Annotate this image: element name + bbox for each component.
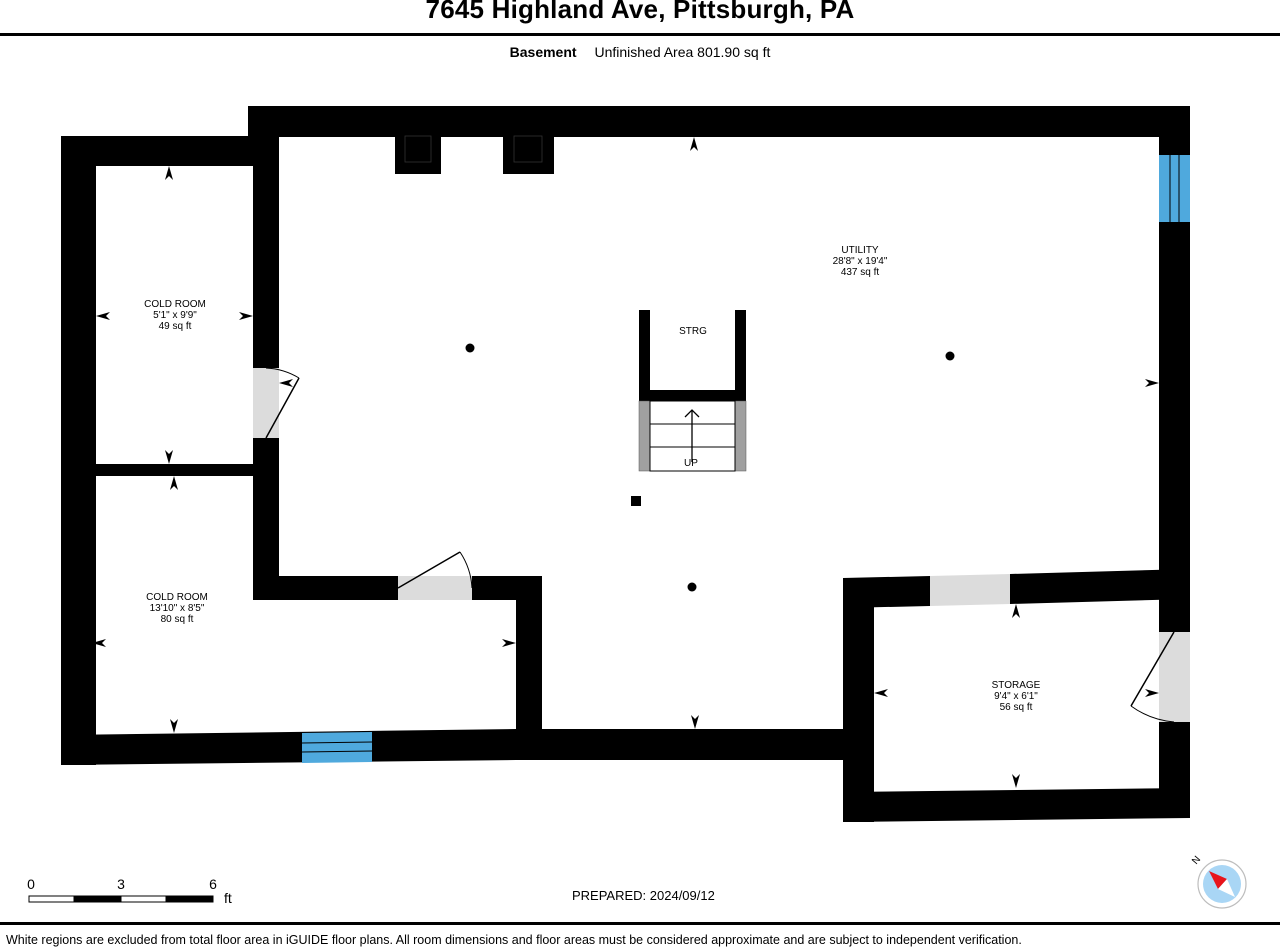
- scale-tick-6: 6: [209, 876, 217, 892]
- wall-coldroom1-right-lower: [253, 438, 279, 600]
- scale-tick-0: 0: [27, 876, 35, 892]
- wall-coldroom-divider: [61, 464, 279, 476]
- room-label-cold-room-1: COLD ROOM 5'1" x 9'9" 49 sq ft: [144, 299, 206, 332]
- room-name: COLD ROOM: [146, 592, 208, 603]
- wall-coldroom2-bottom: [61, 729, 516, 765]
- footer-divider: [0, 922, 1280, 925]
- disclaimer: White regions are excluded from total fl…: [6, 933, 1022, 947]
- room-area: 437 sq ft: [840, 267, 880, 278]
- header-divider: [0, 33, 1280, 36]
- wall-coldroom1-right-upper: [253, 136, 279, 368]
- level-name: Basement: [509, 44, 577, 60]
- wall-utility-bottom: [516, 729, 851, 760]
- wall-top: [248, 106, 1190, 137]
- room-name: STORAGE: [991, 680, 1041, 691]
- area-summary: Unfinished Area 801.90 sq ft: [594, 44, 771, 60]
- page-title: 7645 Highland Ave, Pittsburgh, PA: [425, 0, 855, 24]
- wall-left: [61, 136, 96, 765]
- scale-unit: ft: [224, 890, 232, 906]
- wall-storage-left: [843, 578, 874, 822]
- room-name: UTILITY: [841, 245, 879, 256]
- room-name: COLD ROOM: [144, 299, 206, 310]
- dimension-arrows: [92, 137, 1159, 788]
- room-label-storage: STORAGE 9'4" x 6'1" 56 sq ft: [992, 680, 1041, 713]
- level-summary: Basement Unfinished Area 801.90 sq ft: [0, 44, 1280, 60]
- room-area: 56 sq ft: [999, 702, 1033, 713]
- wall-coldroom1-top: [61, 136, 279, 166]
- room-label-strg: STRG: [679, 326, 707, 337]
- stairs: [638, 400, 747, 472]
- window-bottom: [301, 732, 373, 763]
- room-label-cold-room-2: COLD ROOM 13'10" x 8'5" 80 sq ft: [146, 592, 208, 625]
- room-dimensions: 13'10" x 8'5": [149, 603, 205, 614]
- room-name: STRG: [679, 326, 707, 337]
- room-dimensions: 9'4" x 6'1": [994, 691, 1038, 702]
- room-area: 49 sq ft: [158, 321, 192, 332]
- door-swings: [265, 367, 1175, 723]
- posts: [465, 343, 955, 592]
- stairs-up-label: UP: [684, 458, 698, 469]
- room-area: 80 sq ft: [160, 614, 194, 625]
- walls: [61, 106, 1190, 822]
- prepared-date: PREPARED: 2024/09/12: [572, 888, 715, 903]
- scale-tick-3: 3: [117, 876, 125, 892]
- room-dimensions: 5'1" x 9'9": [153, 310, 197, 321]
- window-right: [1159, 155, 1190, 222]
- room-label-utility: UTILITY 28'8" x 19'4" 437 sq ft: [833, 245, 888, 278]
- scale-bar: [28, 895, 214, 903]
- windows: [301, 155, 1190, 763]
- wall-storage-bottom: [843, 788, 1190, 822]
- room-dimensions: 28'8" x 19'4": [832, 256, 888, 267]
- compass-icon: [1197, 859, 1247, 909]
